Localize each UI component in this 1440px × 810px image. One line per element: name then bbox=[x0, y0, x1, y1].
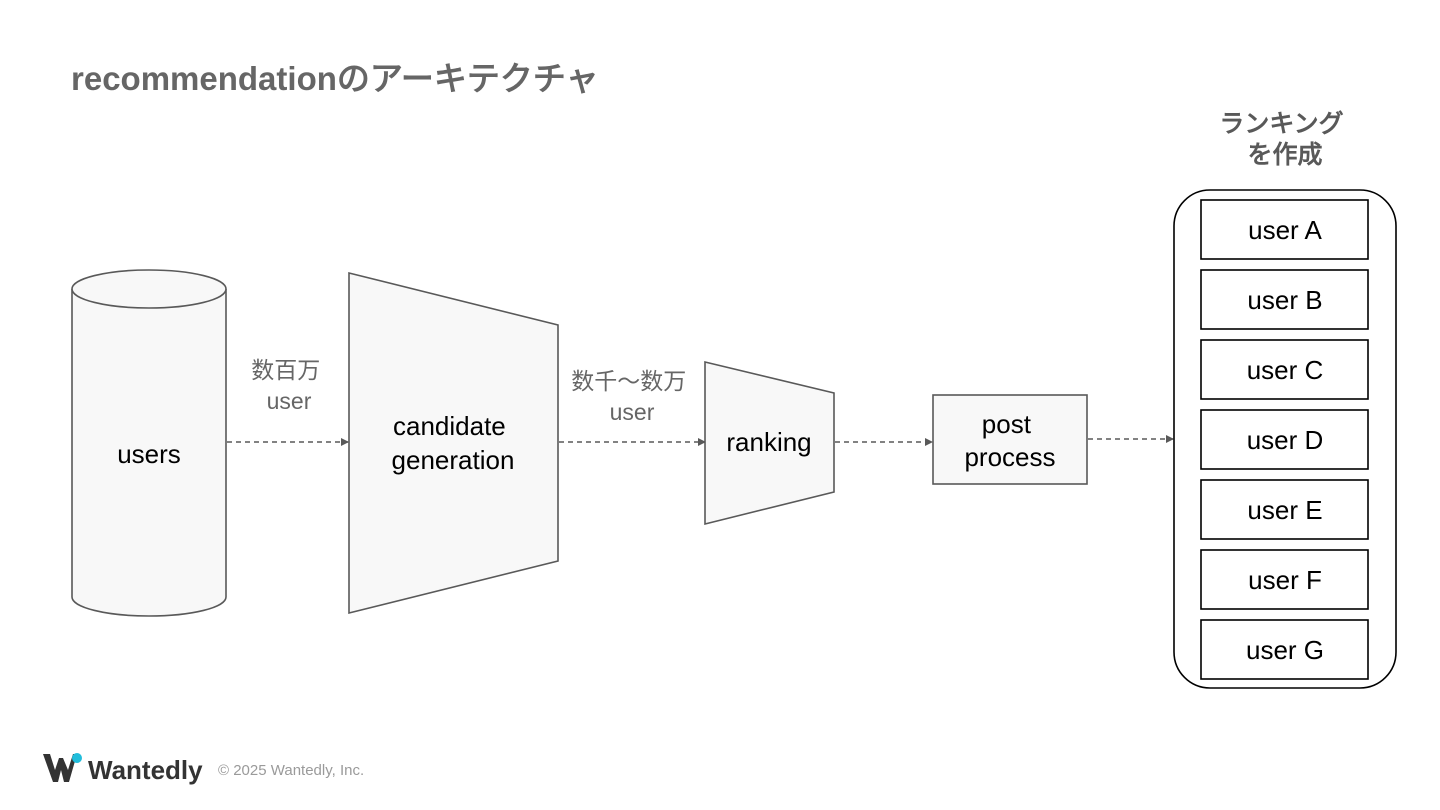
copyright-notice: © 2025 Wantedly, Inc. bbox=[218, 762, 365, 779]
post-label-line2: process bbox=[964, 442, 1055, 472]
ranking-item: user F bbox=[1200, 549, 1369, 610]
users-database: users bbox=[71, 269, 227, 617]
post-label-line1: post bbox=[982, 409, 1032, 439]
ranking-stage: ranking bbox=[704, 360, 835, 526]
svg-text:post process: post process bbox=[964, 409, 1055, 472]
ranking-item-label: user F bbox=[1248, 565, 1322, 595]
ranking-header-line1: ランキング bbox=[1219, 110, 1343, 138]
edge2-count-label: 数千〜数万 bbox=[571, 368, 686, 394]
ranking-item-label: user B bbox=[1247, 285, 1322, 315]
wantedly-logo: Wantedly bbox=[43, 753, 203, 785]
candidate-label-line1: candidate bbox=[393, 411, 506, 441]
ranking-item-label: user G bbox=[1246, 635, 1324, 665]
slide-title: recommendationのアーキテクチャ bbox=[71, 60, 599, 97]
svg-text:数千〜数万 user: 数千〜数万 user bbox=[571, 368, 692, 425]
ranking-item: user E bbox=[1200, 479, 1369, 540]
edge1-unit-label: user bbox=[267, 388, 312, 414]
candidate-generation-stage: candidate generation bbox=[348, 271, 559, 615]
svg-text:ランキング を作成: ランキング を作成 bbox=[1219, 110, 1350, 169]
ranking-item: user D bbox=[1200, 409, 1369, 470]
edge2-unit-label: user bbox=[610, 399, 655, 425]
wantedly-dot-icon bbox=[72, 753, 82, 763]
ranking-item: user A bbox=[1200, 199, 1369, 260]
ranking-header-line2: を作成 bbox=[1247, 141, 1322, 169]
ranking-item-label: user A bbox=[1248, 215, 1322, 245]
wantedly-wordmark: Wantedly bbox=[88, 755, 203, 785]
edge1-count-label: 数百万 bbox=[251, 357, 320, 383]
ranking-item-label: user E bbox=[1247, 495, 1322, 525]
candidate-label-line2: generation bbox=[392, 445, 515, 475]
ranking-label: ranking bbox=[726, 427, 811, 457]
ranking-item-label: user C bbox=[1247, 355, 1324, 385]
ranking-item: user C bbox=[1200, 339, 1369, 400]
svg-text:candidate generation: candidate generation bbox=[392, 411, 515, 475]
ranking-list: user A user B user C user D user E user … bbox=[1173, 189, 1397, 689]
wantedly-w-icon bbox=[43, 753, 82, 782]
ranking-item-label: user D bbox=[1247, 425, 1324, 455]
ranking-item: user G bbox=[1200, 619, 1369, 680]
post-process-stage: post process bbox=[932, 394, 1088, 485]
svg-text:数百万 user: 数百万 user bbox=[251, 357, 326, 414]
ranking-item: user B bbox=[1200, 269, 1369, 330]
users-label: users bbox=[117, 439, 181, 469]
